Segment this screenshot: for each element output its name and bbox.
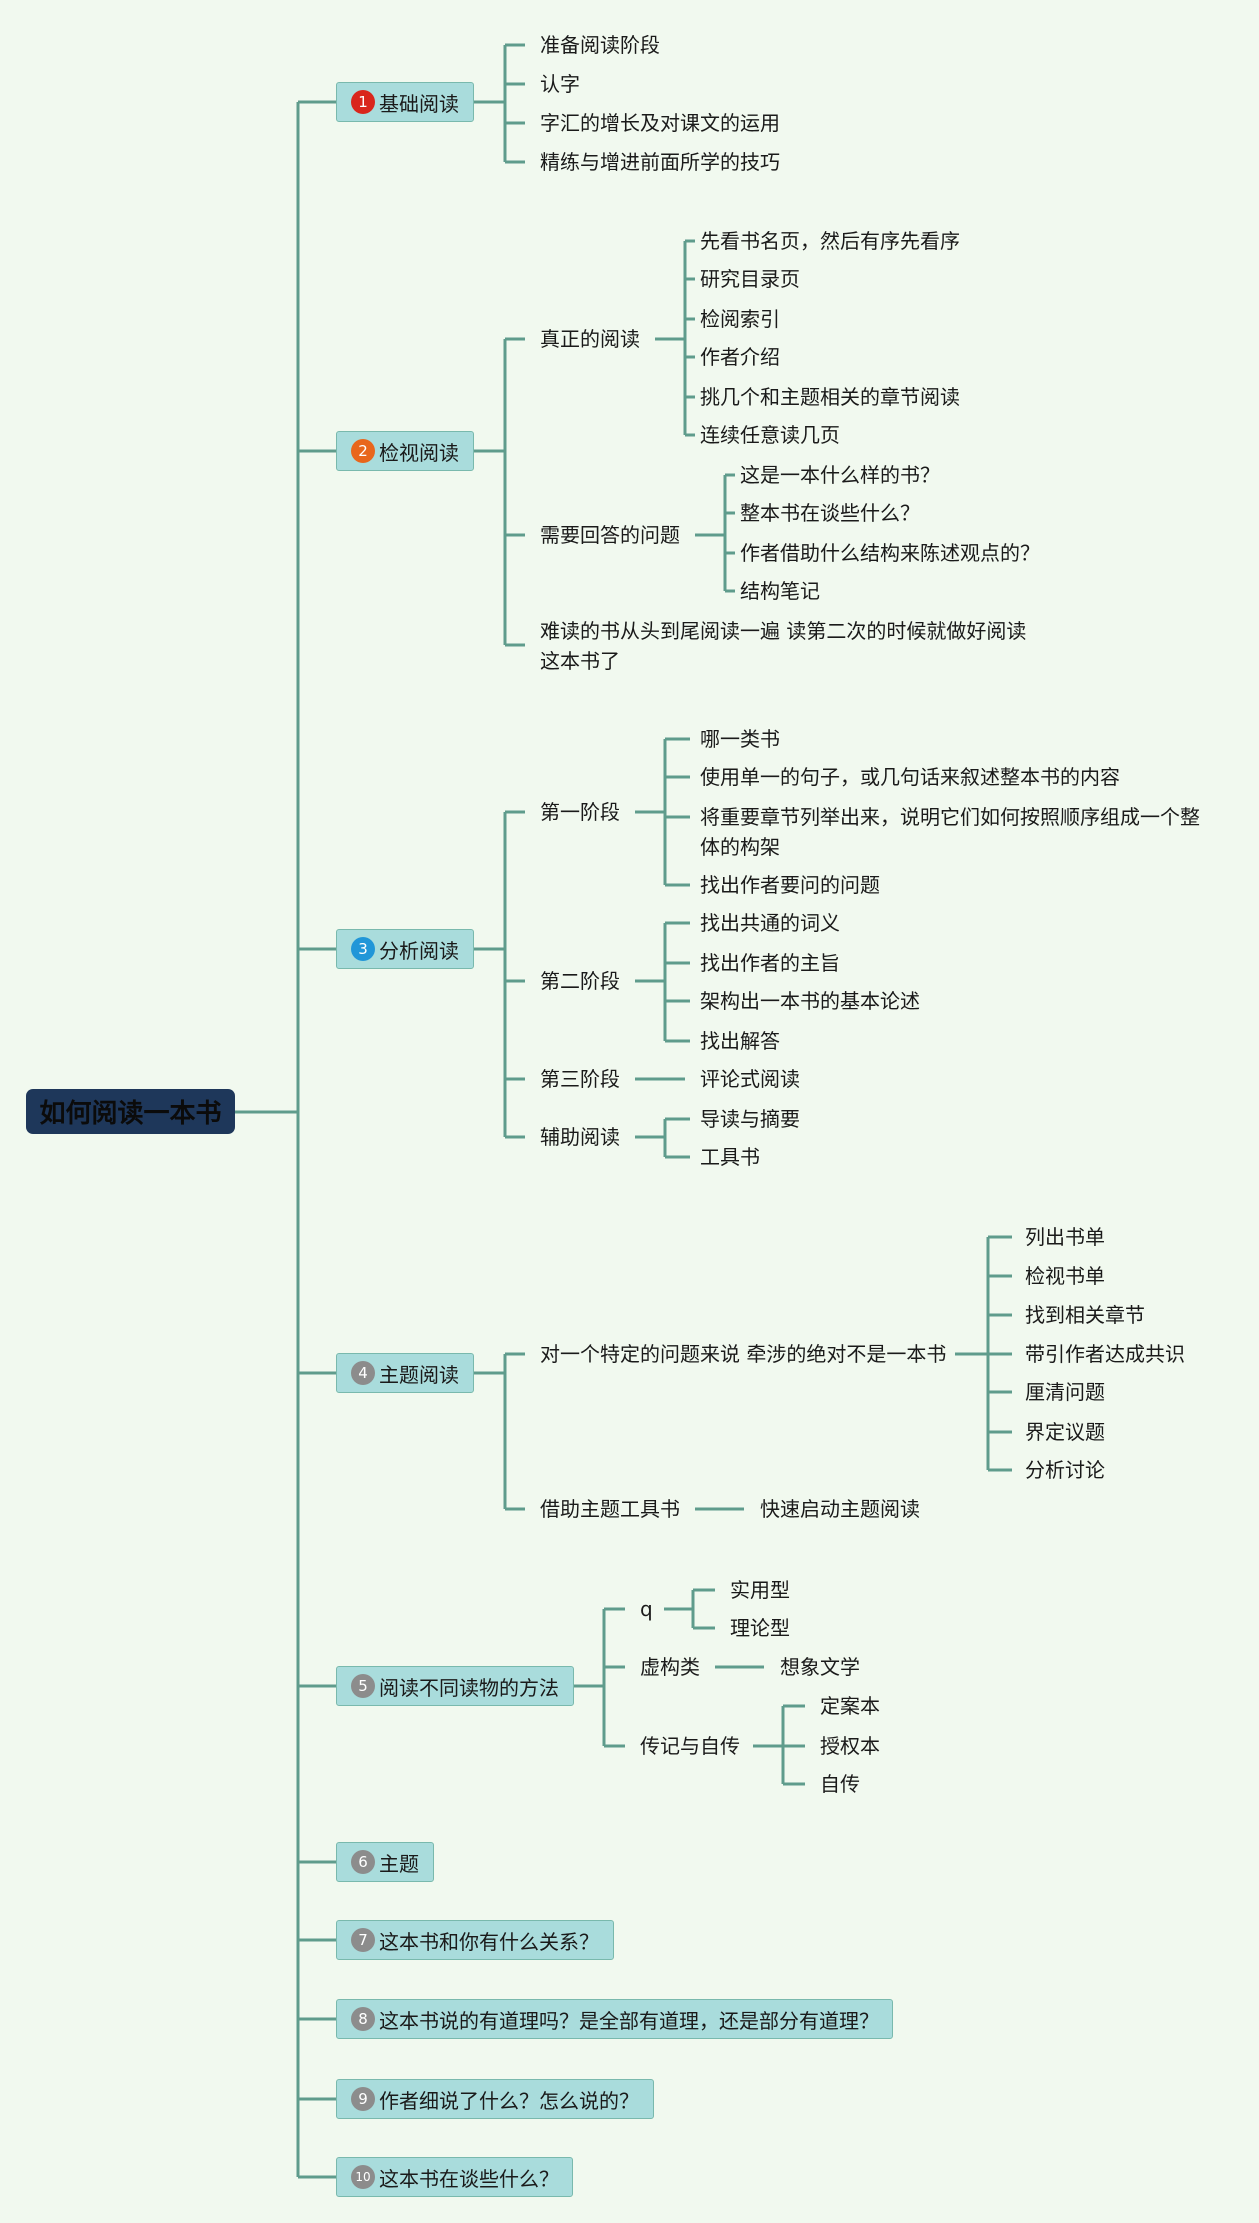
subtopic[interactable]: 辅助阅读: [540, 1125, 620, 1149]
number-badge-icon: 7: [351, 1928, 375, 1952]
subtopic[interactable]: 想象文学: [780, 1655, 860, 1679]
subtopic[interactable]: 挑几个和主题相关的章节阅读: [700, 385, 960, 409]
subtopic[interactable]: 找出作者要问的问题: [700, 873, 880, 897]
number-badge-icon: 8: [351, 2007, 375, 2031]
subtopic[interactable]: 难读的书从头到尾阅读一遍 读第二次的时候就做好阅读这本书了: [540, 619, 1027, 673]
subtopic[interactable]: 理论型: [730, 1616, 790, 1640]
topic-label: 主题阅读: [379, 1362, 459, 1387]
subtopic[interactable]: 界定议题: [1025, 1420, 1105, 1444]
subtopic[interactable]: 准备阅读阶段: [540, 33, 660, 57]
topic-label: 这本书和你有什么关系？: [379, 1929, 599, 1954]
subtopic[interactable]: 工具书: [700, 1145, 760, 1169]
subtopic[interactable]: 虚构类: [640, 1655, 700, 1679]
subtopic[interactable]: 导读与摘要: [700, 1107, 800, 1131]
subtopic[interactable]: 整本书在谈些什么？: [740, 501, 920, 525]
subtopic[interactable]: 带引作者达成共识: [1025, 1342, 1185, 1366]
number-badge-icon: 1: [351, 90, 375, 114]
topic-label: 主题: [379, 1851, 419, 1876]
subtopic[interactable]: 研究目录页: [700, 267, 800, 291]
subtopic[interactable]: 检视书单: [1025, 1264, 1105, 1288]
subtopic[interactable]: 架构出一本书的基本论述: [700, 989, 920, 1013]
subtopic[interactable]: 第二阶段: [540, 969, 620, 993]
subtopic[interactable]: 找出作者的主旨: [700, 951, 840, 975]
number-badge-icon: 10: [351, 2165, 375, 2189]
subtopic[interactable]: 连续任意读几页: [700, 423, 840, 447]
subtopic[interactable]: 字汇的增长及对课文的运用: [540, 111, 780, 135]
subtopic[interactable]: 将重要章节列举出来，说明它们如何按照顺序组成一个整体的构架: [700, 805, 1200, 859]
number-badge-icon: 5: [351, 1674, 375, 1698]
subtopic[interactable]: 结构笔记: [740, 579, 820, 603]
topic-label: 基础阅读: [379, 91, 459, 116]
subtopic[interactable]: 精练与增进前面所学的技巧: [540, 150, 780, 174]
subtopic[interactable]: 第一阶段: [540, 800, 620, 824]
subtopic[interactable]: 找出解答: [700, 1029, 780, 1053]
subtopic[interactable]: 找出共通的词义: [700, 911, 840, 935]
subtopic[interactable]: 分析讨论: [1025, 1458, 1105, 1482]
subtopic[interactable]: 哪一类书: [700, 727, 780, 751]
subtopic[interactable]: 第三阶段: [540, 1067, 620, 1091]
number-badge-icon: 2: [351, 439, 375, 463]
subtopic[interactable]: 列出书单: [1025, 1225, 1105, 1249]
topic-label: 作者细说了什么？怎么说的？: [379, 2088, 639, 2113]
subtopic[interactable]: 检阅索引: [700, 307, 780, 331]
number-badge-icon: 4: [351, 1361, 375, 1385]
subtopic[interactable]: 实用型: [730, 1578, 790, 1602]
subtopic[interactable]: 找到相关章节: [1025, 1303, 1145, 1327]
subtopic[interactable]: q: [640, 1597, 653, 1621]
subtopic[interactable]: 需要回答的问题: [540, 523, 680, 547]
topic-label: 这本书在谈些什么？: [379, 2166, 559, 2191]
subtopic[interactable]: 真正的阅读: [540, 327, 640, 351]
subtopic[interactable]: 先看书名页，然后有序先看序: [700, 229, 960, 253]
number-badge-icon: 3: [351, 937, 375, 961]
subtopic[interactable]: 认字: [540, 72, 580, 96]
root-topic[interactable]: 如何阅读一本书: [26, 1089, 235, 1134]
subtopic[interactable]: 授权本: [820, 1734, 880, 1758]
subtopic[interactable]: 作者介绍: [700, 345, 780, 369]
subtopic[interactable]: 定案本: [820, 1694, 880, 1718]
subtopic[interactable]: 作者借助什么结构来陈述观点的？: [740, 541, 1040, 565]
subtopic[interactable]: 快速启动主题阅读: [760, 1497, 920, 1521]
topic-label: 分析阅读: [379, 938, 459, 963]
subtopic[interactable]: 这是一本什么样的书？: [740, 463, 940, 487]
subtopic[interactable]: 厘清问题: [1025, 1380, 1105, 1404]
subtopic[interactable]: 传记与自传: [640, 1734, 740, 1758]
number-badge-icon: 9: [351, 2087, 375, 2111]
subtopic[interactable]: 对一个特定的问题来说 牵涉的绝对不是一本书: [540, 1342, 947, 1366]
topic-label: 检视阅读: [379, 440, 459, 465]
topic-label: 这本书说的有道理吗？是全部有道理，还是部分有道理？: [379, 2008, 879, 2033]
number-badge-icon: 6: [351, 1850, 375, 1874]
subtopic[interactable]: 使用单一的句子，或几句话来叙述整本书的内容: [700, 765, 1120, 789]
topic-label: 阅读不同读物的方法: [379, 1675, 559, 1700]
subtopic[interactable]: 借助主题工具书: [540, 1497, 680, 1521]
subtopic[interactable]: 自传: [820, 1772, 860, 1796]
subtopic[interactable]: 评论式阅读: [700, 1067, 800, 1091]
